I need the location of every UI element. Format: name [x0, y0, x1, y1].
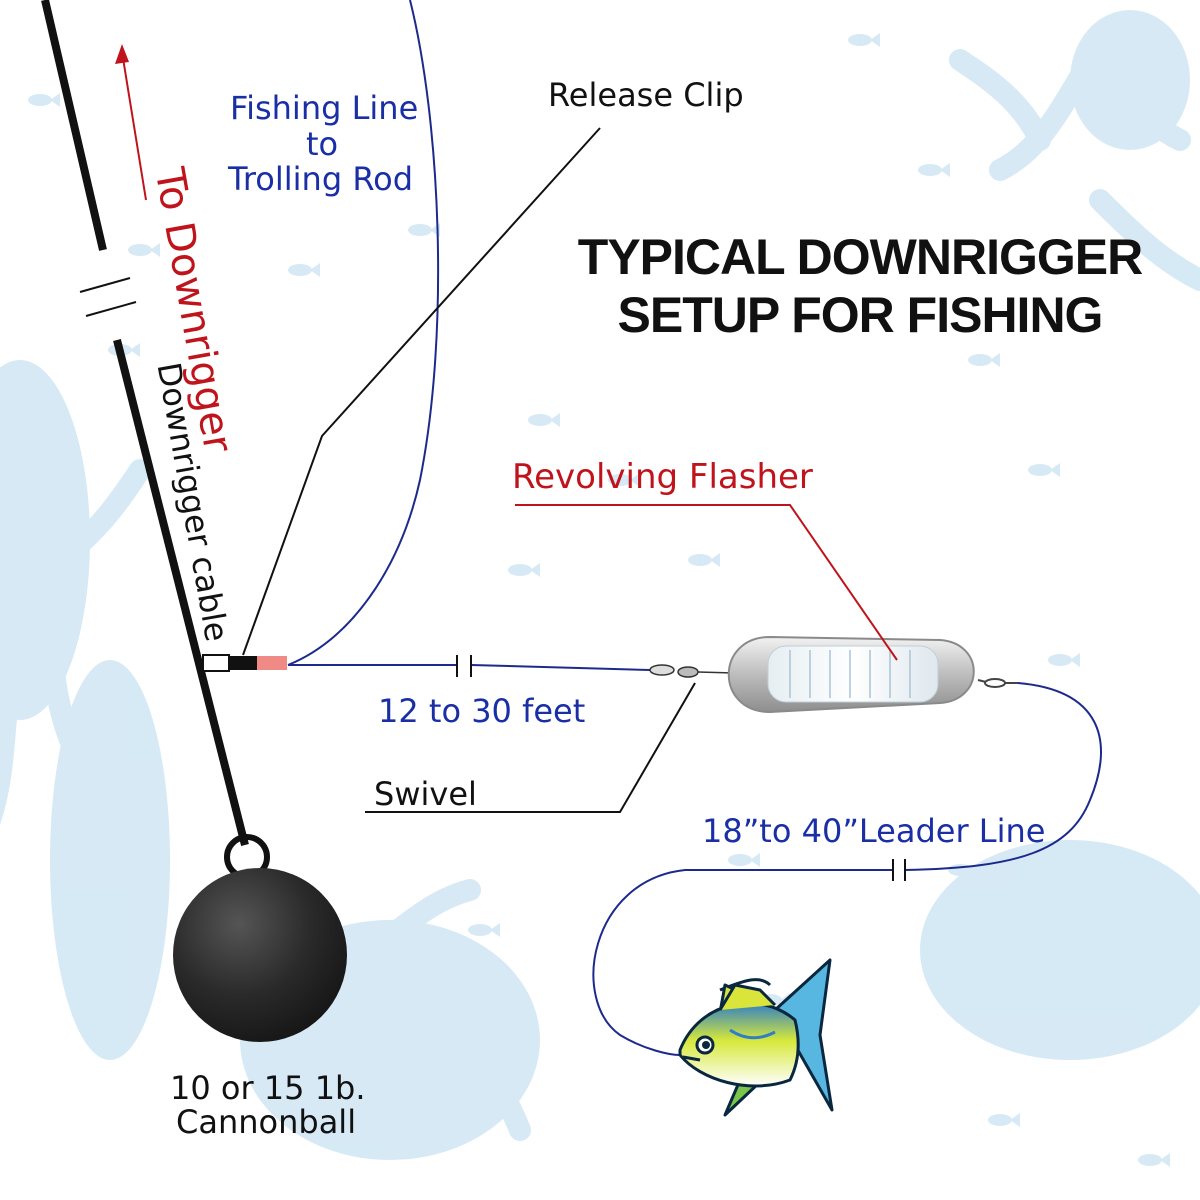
leader-break-marks [892, 859, 906, 881]
flasher-icon [727, 635, 1018, 714]
swivel-icon [649, 664, 735, 678]
cannonball-label-1: 10 or 15 1b. [170, 1069, 366, 1107]
revolving-flasher-label: Revolving Flasher [512, 457, 813, 497]
release-clip-icon [202, 654, 287, 672]
downrigger-cable [41, 0, 249, 846]
cannonball-label-2: Cannonball [176, 1103, 357, 1141]
fishing-line-label-2: to [306, 125, 339, 163]
main-line-length-label: 12 to 30 feet [378, 692, 586, 730]
flasher-pointer [515, 504, 898, 661]
to-downrigger-arrow [115, 44, 147, 201]
release-clip-pointer [242, 127, 601, 656]
fishing-line-label-1: Fishing Line [230, 89, 419, 127]
diagram-title-line-1: TYPICAL DOWNRIGGER [577, 229, 1143, 285]
leader-line [592, 682, 1102, 1056]
swivel-pointer [365, 682, 696, 813]
swivel-label: Swivel [374, 775, 477, 813]
leader-line-label: 18”to 40”Leader Line [702, 812, 1046, 850]
fishing-line-to-rod [287, 0, 440, 666]
diagram-title-line-2: SETUP FOR FISHING [617, 287, 1104, 343]
fishing-line-label-3: Trolling Rod [228, 160, 413, 198]
lure-fish-icon [678, 958, 834, 1117]
cannonball-weight-icon [173, 834, 347, 1042]
release-clip-label: Release Clip [548, 76, 744, 114]
cable-break-marks [79, 277, 137, 317]
main-line [288, 655, 651, 677]
